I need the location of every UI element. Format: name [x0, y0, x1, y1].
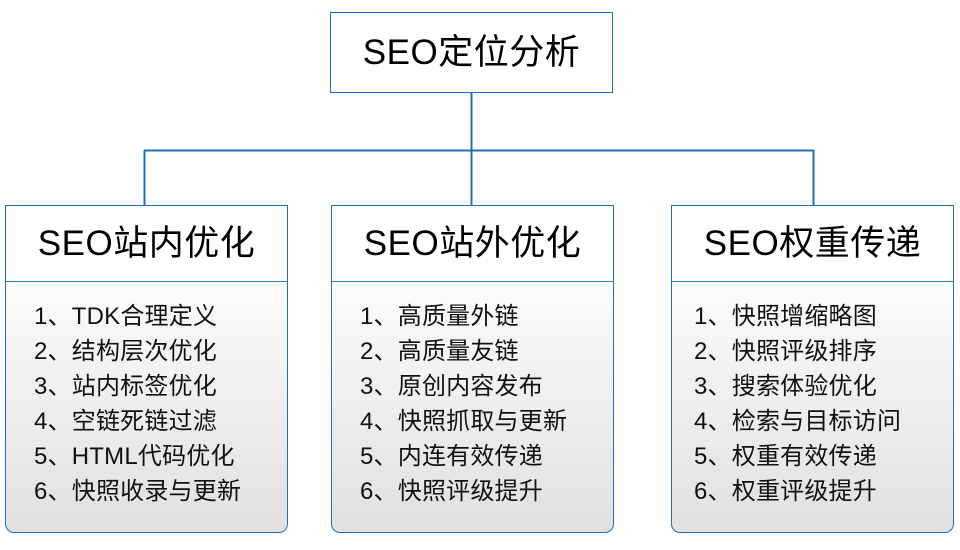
list-item: 5、HTML代码优化	[34, 443, 235, 470]
list-item: 6、权重评级提升	[694, 478, 877, 505]
list-item: 3、搜索体验优化	[694, 373, 877, 400]
list-item: 3、原创内容发布	[360, 373, 543, 400]
list-item: 3、站内标签优化	[34, 373, 217, 400]
branch-body-1: 1、TDK合理定义 2、结构层次优化 3、站内标签优化 4、空链死链过滤 5、H…	[5, 282, 288, 533]
list-item: 2、结构层次优化	[34, 338, 217, 365]
list-item: 2、高质量友链	[360, 338, 519, 365]
branch-item-list-2: 1、高质量外链 2、高质量友链 3、原创内容发布 4、快照抓取与更新 5、内连有…	[332, 299, 613, 509]
branch-body-2: 1、高质量外链 2、高质量友链 3、原创内容发布 4、快照抓取与更新 5、内连有…	[331, 282, 614, 533]
list-item: 6、快照收录与更新	[34, 478, 242, 505]
list-item: 4、空链死链过滤	[34, 408, 217, 435]
list-item: 5、权重有效传递	[694, 443, 877, 470]
branch-column-3: SEO权重传递 1、快照增缩略图 2、快照评级排序 3、搜索体验优化 4、检索与…	[671, 205, 954, 533]
branch-header-title-1: SEO站内优化	[37, 224, 256, 263]
branch-item-list-3: 1、快照增缩略图 2、快照评级排序 3、搜索体验优化 4、检索与目标访问 5、权…	[672, 299, 953, 509]
branch-column-2: SEO站外优化 1、高质量外链 2、高质量友链 3、原创内容发布 4、快照抓取与…	[331, 205, 614, 533]
root-node[interactable]: SEO定位分析	[330, 12, 613, 93]
branch-column-1: SEO站内优化 1、TDK合理定义 2、结构层次优化 3、站内标签优化 4、空链…	[5, 205, 288, 533]
list-item: 4、快照抓取与更新	[360, 408, 568, 435]
list-item: 4、检索与目标访问	[694, 408, 902, 435]
branch-header-1[interactable]: SEO站内优化	[5, 205, 288, 282]
branch-body-3: 1、快照增缩略图 2、快照评级排序 3、搜索体验优化 4、检索与目标访问 5、权…	[671, 282, 954, 533]
list-item: 1、高质量外链	[360, 303, 519, 330]
branch-header-3[interactable]: SEO权重传递	[671, 205, 954, 282]
branch-header-2[interactable]: SEO站外优化	[331, 205, 614, 282]
root-node-title: SEO定位分析	[362, 33, 581, 72]
branch-header-title-2: SEO站外优化	[363, 224, 582, 263]
list-item: 6、快照评级提升	[360, 478, 543, 505]
list-item: 1、快照增缩略图	[694, 303, 877, 330]
branch-item-list-1: 1、TDK合理定义 2、结构层次优化 3、站内标签优化 4、空链死链过滤 5、H…	[6, 299, 287, 509]
branch-header-title-3: SEO权重传递	[703, 224, 922, 263]
list-item: 2、快照评级排序	[694, 338, 877, 365]
list-item: 5、内连有效传递	[360, 443, 543, 470]
list-item: 1、TDK合理定义	[34, 303, 218, 330]
